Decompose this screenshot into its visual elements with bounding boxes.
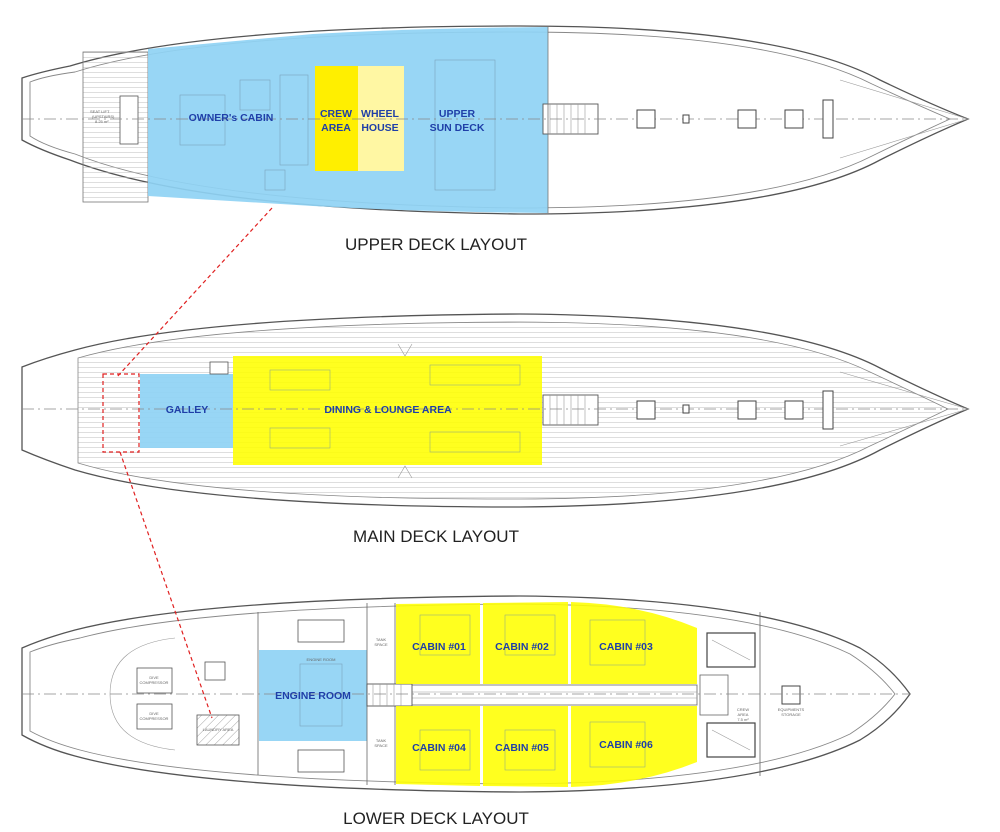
main-deck-fittings bbox=[636, 390, 834, 430]
cabin-02-label: CABIN #02 bbox=[495, 641, 549, 653]
cabin-04-label: CABIN #04 bbox=[412, 742, 466, 754]
owners-cabin-label: OWNER's CABIN bbox=[189, 112, 274, 124]
wheel-house-label-line2: HOUSE bbox=[361, 122, 398, 134]
dining-lounge-area bbox=[233, 356, 542, 465]
sun-deck-label-line2: SUN DECK bbox=[430, 122, 485, 134]
lower-deck-title: LOWER DECK LAYOUT bbox=[343, 809, 529, 828]
dining-lounge-label: DINING & LOUNGE AREA bbox=[324, 404, 452, 416]
upper-deck-title: UPPER DECK LAYOUT bbox=[345, 235, 527, 254]
crew-area-small-line1: CREW bbox=[737, 707, 749, 712]
seat-lift-label-1: SEAT LIFT bbox=[90, 109, 110, 114]
engine-small-label: ENGINE ROOM bbox=[307, 657, 336, 662]
crew-area-small-line3: 7.5 m² bbox=[737, 717, 749, 722]
crew-area-label-line2: AREA bbox=[321, 122, 351, 134]
seat-lift-label-2: (UPSTAIRS) bbox=[92, 114, 115, 119]
main-deck-title: MAIN DECK LAYOUT bbox=[353, 527, 519, 546]
cabin-05-label: CABIN #05 bbox=[495, 742, 549, 754]
dive-compressor-1-line2: COMPRESSOR bbox=[140, 680, 169, 685]
galley-label: GALLEY bbox=[166, 404, 209, 416]
crew-area-block bbox=[315, 66, 358, 171]
tank-space-1-line2: SPACE bbox=[374, 642, 388, 647]
tank-space-2-line1: TANK bbox=[376, 738, 387, 743]
cabin-01-label: CABIN #01 bbox=[412, 641, 466, 653]
owners-cabin-area bbox=[148, 34, 313, 206]
engine-room-label: ENGINE ROOM bbox=[275, 690, 351, 702]
dive-compressor-1-line1: DIVE bbox=[149, 675, 159, 680]
cabin-04-area bbox=[396, 706, 480, 786]
equipments-storage-line2: STORAGE bbox=[781, 712, 801, 717]
cabin-furniture bbox=[419, 614, 646, 771]
dive-compressor-2-line1: DIVE bbox=[149, 711, 159, 716]
wheel-house-block bbox=[358, 66, 404, 171]
dining-furniture bbox=[269, 364, 521, 453]
seat-lift-label-3: 8.25 m² bbox=[95, 119, 109, 124]
cabin-03-label: CABIN #03 bbox=[599, 641, 653, 653]
lower-deck-stairs bbox=[366, 683, 413, 707]
laundry-area bbox=[196, 714, 240, 746]
dive-compressor-2-line2: COMPRESSOR bbox=[140, 716, 169, 721]
cabin-03-area bbox=[571, 602, 697, 684]
main-deck: GALLEY DINING & LOUNGE AREA MAIN DECK LA… bbox=[21, 313, 970, 546]
cabin-05-area bbox=[483, 706, 568, 787]
wheel-house-label-line1: WHEEL bbox=[361, 108, 400, 120]
lower-deck: DIVE COMPRESSOR DIVE COMPRESSOR LAUNDRY … bbox=[21, 595, 911, 828]
equipments-storage-line1: EQUIPMENTS bbox=[778, 707, 805, 712]
crew-area-small-line2: AREA bbox=[738, 712, 749, 717]
tank-space-1-line1: TANK bbox=[376, 637, 387, 642]
galley-area bbox=[140, 374, 233, 448]
main-deck-stairs bbox=[542, 394, 599, 426]
cabin-01-area bbox=[396, 603, 480, 684]
laundry-label: LAUNDRY AREA bbox=[203, 727, 234, 732]
crew-area-label-line1: CREW bbox=[320, 108, 352, 120]
cabin-02-area bbox=[483, 602, 568, 684]
upper-deck: SEAT LIFT (UPSTAIRS) 8.25 m² OWNER's CAB… bbox=[21, 25, 970, 254]
cabin-06-label: CABIN #06 bbox=[599, 739, 653, 751]
sun-deck-label-line1: UPPER bbox=[439, 108, 476, 120]
owners-cabin-furniture bbox=[179, 59, 496, 191]
tank-space-2-line2: SPACE bbox=[374, 743, 388, 748]
stair-connector-lines bbox=[102, 207, 273, 719]
upper-deck-fittings bbox=[636, 99, 834, 139]
